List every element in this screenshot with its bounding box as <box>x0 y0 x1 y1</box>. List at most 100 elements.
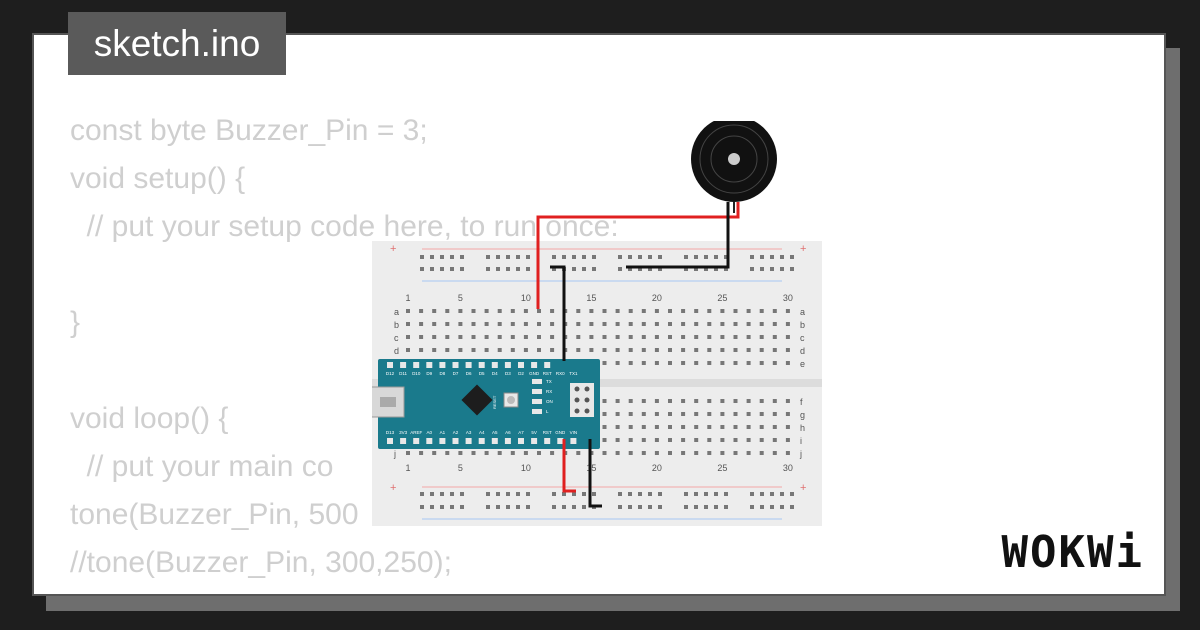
hole <box>694 412 699 416</box>
header-pin <box>491 362 498 368</box>
hole <box>720 348 725 352</box>
rail-hole <box>552 505 556 509</box>
hole <box>654 399 659 403</box>
rail-hole <box>658 505 662 509</box>
hole <box>707 322 712 326</box>
hole <box>681 309 686 313</box>
hole <box>628 412 633 416</box>
hole <box>654 309 659 313</box>
rail-hole <box>724 255 728 259</box>
hole <box>785 425 790 429</box>
hole <box>550 322 555 326</box>
hole <box>419 348 424 352</box>
rail-hole <box>420 267 424 271</box>
rail-hole <box>486 505 490 509</box>
hole <box>497 451 502 455</box>
wire-5v-to-rail <box>562 439 576 493</box>
hole <box>772 399 777 403</box>
rail-hole <box>760 267 764 271</box>
hole <box>602 322 607 326</box>
hole <box>720 425 725 429</box>
hole <box>681 361 686 365</box>
column-number: 1 <box>405 463 410 473</box>
hole <box>707 335 712 339</box>
icsp-pin <box>574 397 580 403</box>
rail-hole <box>724 267 728 271</box>
pin-label: VIN <box>570 430 578 435</box>
rail-hole <box>638 255 642 259</box>
rail-hole <box>770 255 774 259</box>
hole <box>772 348 777 352</box>
hole <box>759 335 764 339</box>
hole <box>576 322 581 326</box>
rail-hole <box>440 492 444 496</box>
rail-hole <box>694 492 698 496</box>
hole <box>746 412 751 416</box>
hole <box>615 309 620 313</box>
rail-hole <box>440 505 444 509</box>
hole <box>458 322 463 326</box>
hole <box>628 361 633 365</box>
code-editor: const byte Buzzer_Pin = 3; void setup() … <box>70 107 619 594</box>
hole <box>733 451 738 455</box>
rail-hole <box>648 492 652 496</box>
hole <box>694 438 699 442</box>
hole <box>628 309 633 313</box>
rail-hole <box>582 505 586 509</box>
led-label: RX <box>546 389 552 394</box>
header-pin <box>413 362 420 368</box>
hole <box>681 335 686 339</box>
rail-hole <box>430 267 434 271</box>
code-line: //tone(Buzzer_Pin, 300,250); <box>70 546 452 579</box>
column-number: 10 <box>521 463 531 473</box>
row-letter: c <box>394 333 399 343</box>
row-letter: j <box>799 449 802 459</box>
hole <box>668 438 672 442</box>
rail-hole <box>460 492 464 496</box>
rail-hole <box>694 267 698 271</box>
pin-label: A6 <box>505 430 511 435</box>
hole <box>759 322 764 326</box>
hole <box>654 438 659 442</box>
rail-hole <box>618 492 622 496</box>
pin-label: D9 <box>426 371 432 376</box>
rail-hole <box>684 267 688 271</box>
reset-label: RESET <box>492 395 497 409</box>
column-number: 30 <box>783 463 793 473</box>
file-tab[interactable]: sketch.ino <box>68 12 286 75</box>
hole <box>576 335 581 339</box>
rail-hole <box>552 492 556 496</box>
hole <box>432 322 437 326</box>
hole <box>785 322 790 326</box>
hole <box>759 425 764 429</box>
column-number: 25 <box>717 293 727 303</box>
hole <box>668 361 672 365</box>
hole <box>523 309 528 313</box>
pin-label: 3V3 <box>399 430 408 435</box>
rail-hole <box>450 255 454 259</box>
buzzer-ring <box>710 135 758 183</box>
hole <box>785 361 790 365</box>
code-line: void loop() { <box>70 402 229 435</box>
pin-label: D13 <box>386 430 395 435</box>
wire-gnd-rail-to-gnd <box>550 265 566 361</box>
hole <box>432 451 437 455</box>
rail-hole <box>694 505 698 509</box>
hole <box>707 425 712 429</box>
hole <box>510 348 515 352</box>
header-pin <box>557 438 564 444</box>
rail-hole <box>562 505 566 509</box>
pin-label: AREF <box>410 430 422 435</box>
hole <box>746 399 751 403</box>
rail-hole <box>592 492 596 496</box>
hole <box>759 361 764 365</box>
rail-hole <box>496 255 500 259</box>
header-pin <box>452 438 459 444</box>
pin-label: A4 <box>479 430 485 435</box>
rail-hole <box>638 505 642 509</box>
pin-label: A3 <box>466 430 472 435</box>
wire-gnd-to-rail <box>588 439 602 508</box>
rail-hole <box>430 255 434 259</box>
hole <box>694 399 699 403</box>
hole <box>746 335 751 339</box>
